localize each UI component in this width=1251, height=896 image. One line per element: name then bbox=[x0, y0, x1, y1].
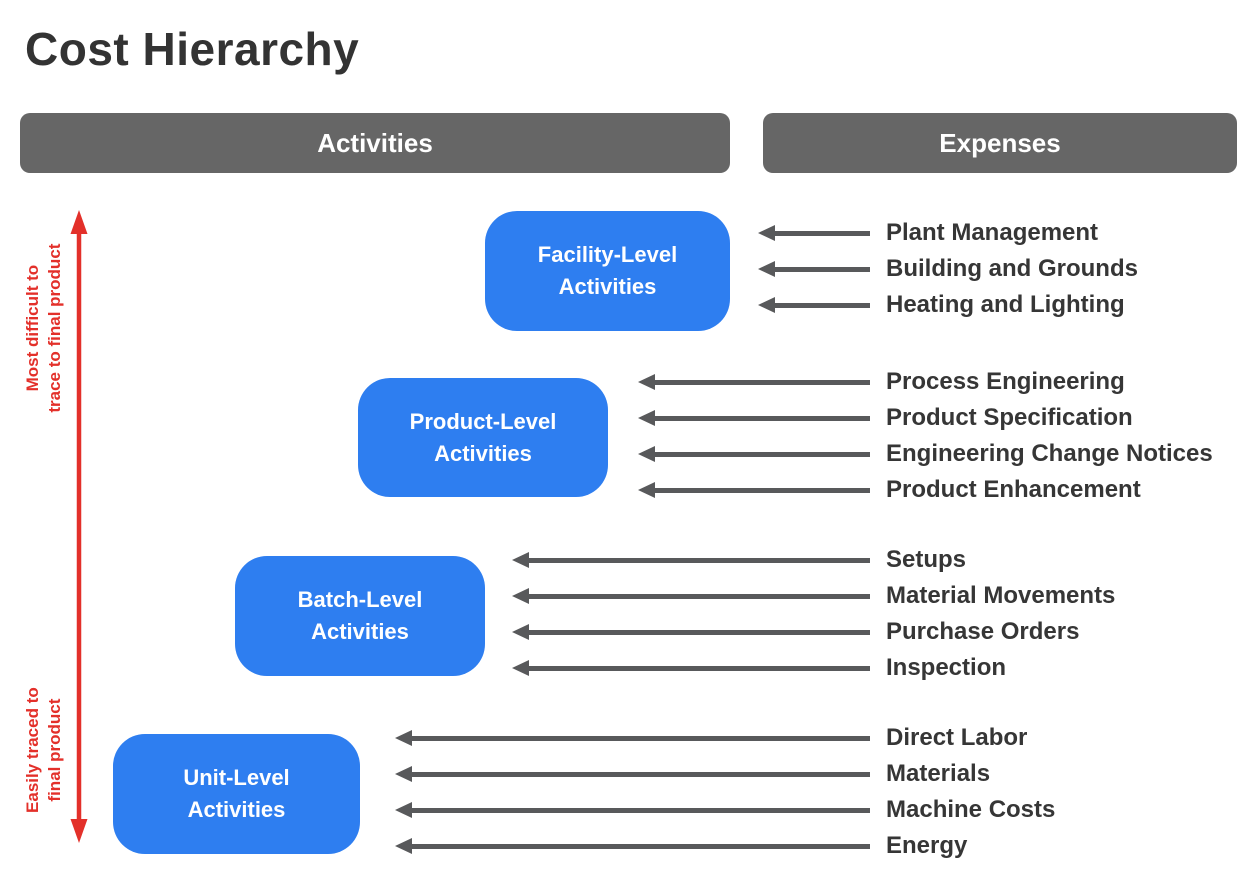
left-arrow-icon bbox=[638, 374, 870, 390]
expense-row: Material Movements bbox=[512, 578, 1115, 614]
product-level-box-line2: Activities bbox=[434, 440, 532, 466]
expense-label: Process Engineering bbox=[886, 368, 1125, 395]
left-arrow-icon bbox=[638, 482, 870, 498]
expense-label: Material Movements bbox=[886, 582, 1116, 609]
left-arrow-icon bbox=[758, 261, 870, 277]
expense-row: Purchase Orders bbox=[512, 614, 1115, 650]
expense-label: Direct Labor bbox=[886, 724, 1028, 751]
expense-row: Product Enhancement bbox=[638, 472, 1213, 508]
left-arrow-icon bbox=[638, 446, 870, 462]
expense-label: Engineering Change Notices bbox=[886, 440, 1213, 467]
expense-row: Engineering Change Notices bbox=[638, 436, 1213, 472]
trace-label-easily-traced-line1: Easily traced to bbox=[22, 687, 42, 813]
activities-column-header: Activities bbox=[20, 113, 730, 173]
expense-row: Product Specification bbox=[638, 400, 1213, 436]
expense-row: Process Engineering bbox=[638, 364, 1213, 400]
unit-level-box-line1: Unit-Level bbox=[183, 765, 290, 791]
expense-row: Energy bbox=[395, 828, 1055, 864]
left-arrow-icon bbox=[395, 766, 870, 782]
expense-row: Direct Labor bbox=[395, 720, 1055, 756]
trace-label-easily-traced: Easily traced to final product bbox=[22, 650, 66, 850]
expense-label: Plant Management bbox=[886, 219, 1099, 246]
batch-level-box-line2: Activities bbox=[311, 619, 409, 644]
expense-label: Energy bbox=[886, 832, 968, 859]
unit-level-box-line2: Activities bbox=[187, 797, 286, 822]
trace-label-most-difficult-line2: trace to final product bbox=[45, 243, 64, 413]
left-arrow-icon bbox=[395, 730, 870, 746]
left-arrow-icon bbox=[512, 660, 870, 676]
unit-level-box-label: Unit-Level Activities bbox=[137, 762, 337, 826]
left-arrow-icon bbox=[758, 225, 870, 241]
product-level-box: Product-Level Activities bbox=[358, 378, 608, 497]
left-arrow-icon bbox=[395, 838, 870, 854]
product-level-box-label: Product-Level Activities bbox=[383, 406, 583, 470]
product-level-box-line1: Product-Level bbox=[409, 408, 557, 434]
facility-level-box-line1: Facility-Level bbox=[537, 242, 678, 268]
expense-label: Inspection bbox=[886, 654, 1007, 681]
left-arrow-icon bbox=[638, 410, 870, 426]
expense-row: Heating and Lighting bbox=[758, 287, 1138, 323]
facility-level-box-label: Facility-Level Activities bbox=[508, 239, 708, 303]
left-arrow-icon bbox=[758, 297, 870, 313]
trace-label-most-difficult: Most difficult to trace to final product bbox=[22, 228, 66, 428]
product-expense-rows: Process Engineering Product Specificatio… bbox=[638, 364, 1213, 508]
expense-label: Product Specification bbox=[886, 404, 1133, 431]
expense-row: Materials bbox=[395, 756, 1055, 792]
unit-level-box: Unit-Level Activities bbox=[113, 734, 360, 854]
left-arrow-icon bbox=[512, 624, 870, 640]
expense-label: Machine Costs bbox=[886, 796, 1056, 823]
left-arrow-icon bbox=[512, 552, 870, 568]
unit-expense-rows: Direct Labor Materials Machine Costs Ene… bbox=[395, 720, 1055, 864]
expense-label: Purchase Orders bbox=[886, 618, 1080, 645]
batch-level-box-label: Batch-Level Activities bbox=[260, 584, 460, 648]
expense-label: Setups bbox=[886, 546, 967, 573]
expense-row: Machine Costs bbox=[395, 792, 1055, 828]
left-arrow-icon bbox=[512, 588, 870, 604]
batch-level-box: Batch-Level Activities bbox=[235, 556, 485, 676]
expense-row: Inspection bbox=[512, 650, 1115, 686]
expense-label: Heating and Lighting bbox=[886, 291, 1125, 318]
expense-label: Building and Grounds bbox=[886, 255, 1138, 282]
expenses-header-label: Expenses bbox=[939, 127, 1061, 158]
facility-level-box-line2: Activities bbox=[558, 274, 657, 299]
expense-label: Product Enhancement bbox=[886, 476, 1141, 503]
expense-label: Materials bbox=[886, 760, 991, 787]
trace-label-easily-traced-line2: final product bbox=[45, 698, 64, 802]
trace-label-most-difficult-line1: Most difficult to bbox=[22, 264, 42, 392]
page-title: Cost Hierarchy bbox=[25, 23, 360, 75]
trace-direction-arrow-icon bbox=[70, 210, 88, 843]
activities-header-label: Activities bbox=[317, 127, 433, 158]
expenses-column-header: Expenses bbox=[763, 113, 1237, 173]
facility-level-box: Facility-Level Activities bbox=[485, 211, 730, 331]
facility-expense-rows: Plant Management Building and Grounds He… bbox=[758, 215, 1138, 323]
batch-level-box-line1: Batch-Level bbox=[297, 587, 423, 613]
expense-row: Building and Grounds bbox=[758, 251, 1138, 287]
batch-expense-rows: Setups Material Movements Purchase Order… bbox=[512, 542, 1115, 686]
expense-row: Setups bbox=[512, 542, 1115, 578]
left-arrow-icon bbox=[395, 802, 870, 818]
expense-row: Plant Management bbox=[758, 215, 1138, 251]
